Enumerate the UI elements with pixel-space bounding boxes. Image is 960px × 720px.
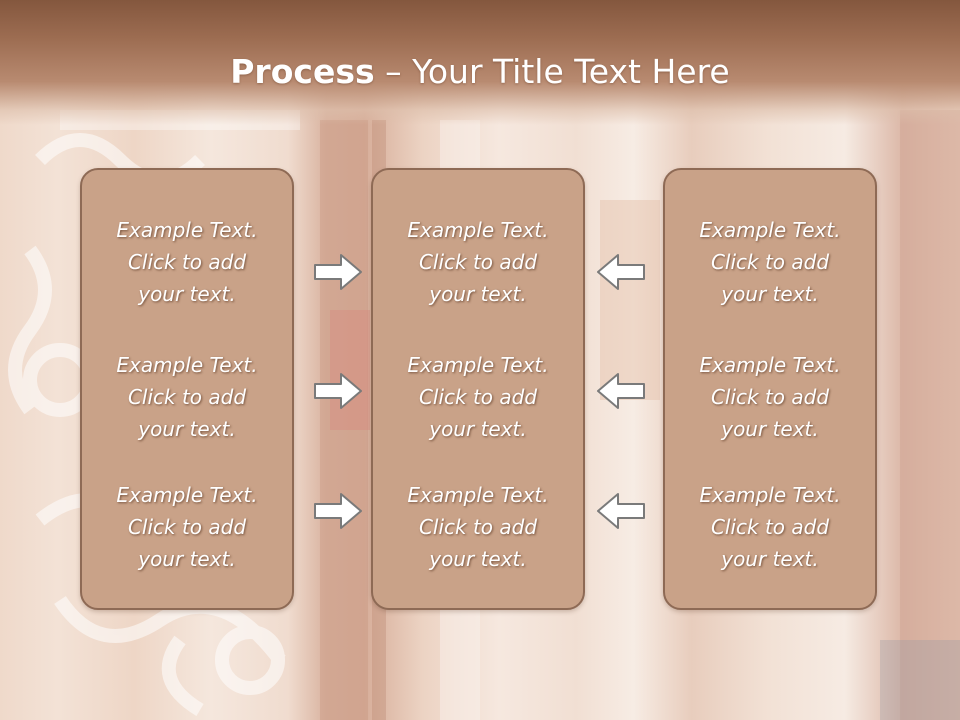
arrow-right-icon — [314, 373, 362, 409]
arrow-left-icon — [597, 373, 645, 409]
box-text[interactable]: Example Text. Click to add your text. — [407, 483, 549, 571]
slide-title-bold: Process — [230, 52, 375, 91]
box-text[interactable]: Example Text. Click to add your text. — [116, 218, 258, 306]
box-text[interactable]: Example Text. Click to add your text. — [116, 353, 258, 441]
box-text[interactable]: Example Text. Click to add your text. — [699, 353, 841, 441]
title-band — [0, 0, 960, 125]
process-box-right[interactable]: Example Text. Click to add your text. Ex… — [663, 168, 877, 610]
box-text[interactable]: Example Text. Click to add your text. — [116, 483, 258, 571]
arrow-left-icon — [597, 254, 645, 290]
process-box-left[interactable]: Example Text. Click to add your text. Ex… — [80, 168, 294, 610]
box-text[interactable]: Example Text. Click to add your text. — [407, 218, 549, 306]
box-text[interactable]: Example Text. Click to add your text. — [699, 483, 841, 571]
box-text[interactable]: Example Text. Click to add your text. — [407, 353, 549, 441]
arrow-right-icon — [314, 493, 362, 529]
arrow-left-icon — [597, 493, 645, 529]
process-box-center[interactable]: Example Text. Click to add your text. Ex… — [371, 168, 585, 610]
arrow-right-icon — [314, 254, 362, 290]
box-text[interactable]: Example Text. Click to add your text. — [699, 218, 841, 306]
slide-title-rest: – Your Title Text Here — [374, 52, 730, 91]
slide-title[interactable]: Process – Your Title Text Here — [0, 52, 960, 91]
